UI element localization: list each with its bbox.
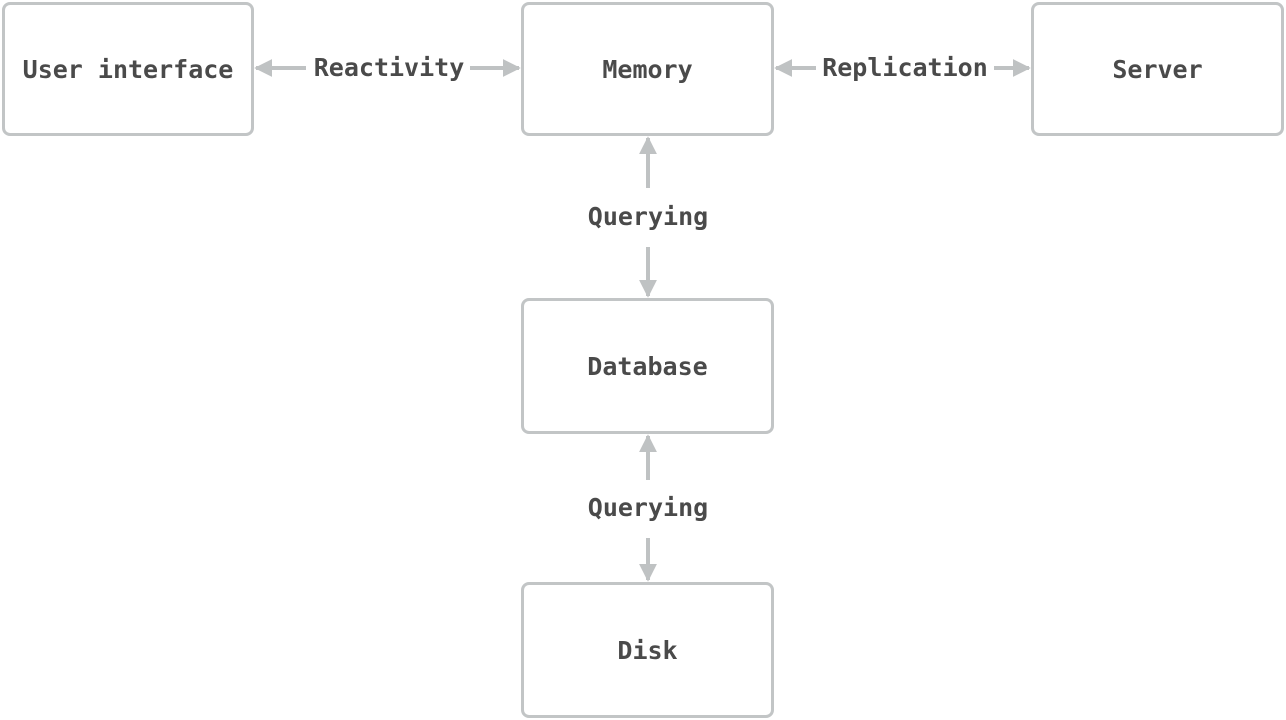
server-label: Server	[1112, 54, 1203, 84]
database-label: Database	[587, 351, 708, 381]
replication-edge-label: Replication	[817, 55, 993, 80]
user-interface-label: User interface	[22, 54, 234, 84]
disk-label: Disk	[617, 635, 678, 665]
database-disk-querying-label: Querying	[568, 495, 728, 520]
server-node: Server	[1031, 2, 1284, 136]
database-node: Database	[521, 298, 774, 434]
memory-node: Memory	[521, 2, 774, 136]
memory-label: Memory	[602, 54, 693, 84]
reactivity-edge-label: Reactivity	[309, 55, 469, 80]
memory-database-querying-label: Querying	[568, 204, 728, 229]
user-interface-node: User interface	[2, 2, 254, 136]
disk-node: Disk	[521, 582, 774, 718]
